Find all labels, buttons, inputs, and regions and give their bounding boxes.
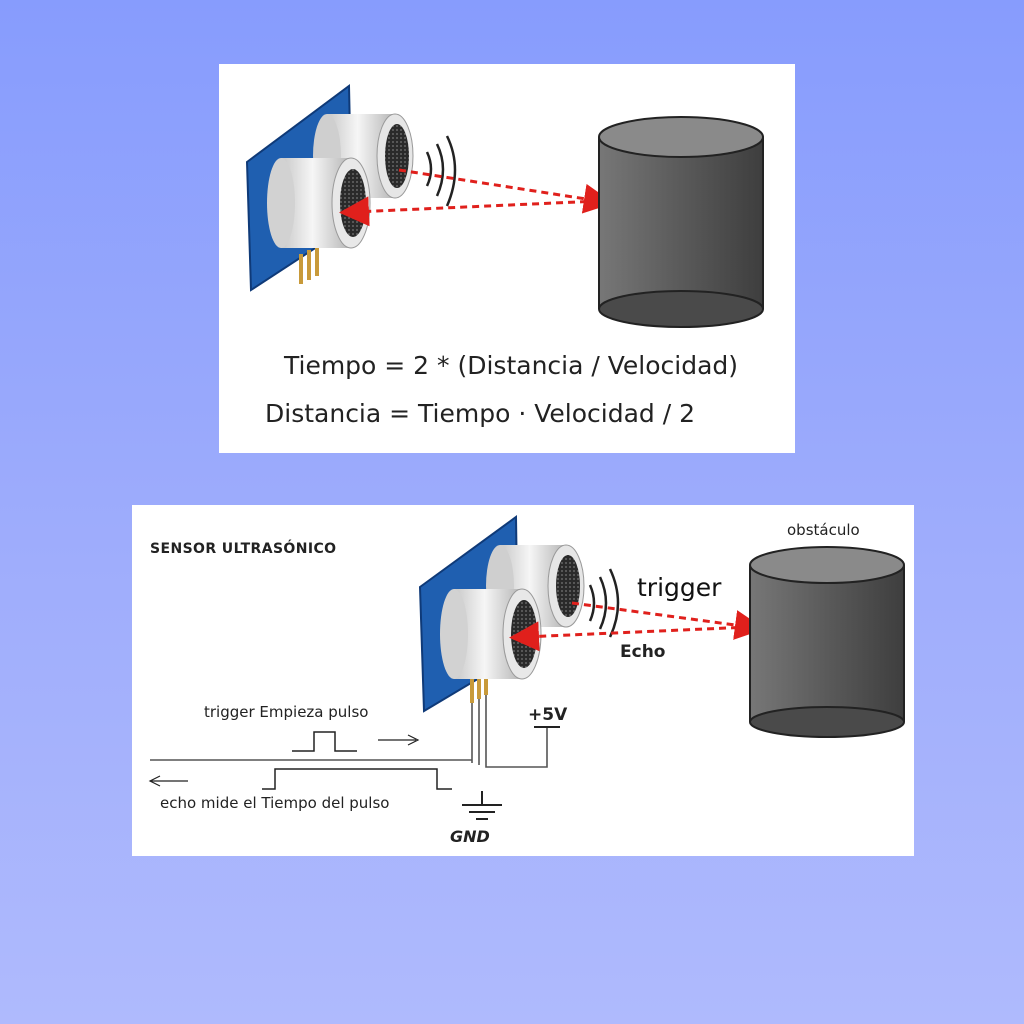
obstacle-label: obstáculo [787, 521, 860, 539]
sensor-pin [307, 250, 311, 280]
sensor-pin [470, 675, 474, 703]
echo-pulse-label: echo mide el Tiempo del pulso [160, 794, 390, 812]
trigger-pulse-waveform [292, 731, 357, 752]
top-diagram-panel: Tiempo = 2 * (Distancia / Velocidad) Dis… [219, 64, 795, 453]
top-sensor-illustration [245, 84, 764, 328]
sensor-pin [484, 667, 488, 695]
ground-label: GND [450, 827, 490, 846]
trigger-beam-label: trigger [637, 573, 722, 602]
bottom-diagram-panel: SENSOR ULTRASÓNICO obstáculo trigger Ech… [132, 505, 914, 856]
sensor-pin [477, 671, 481, 699]
sound-wave-icon [425, 135, 457, 207]
echo-pulse-waveform [262, 768, 452, 790]
echo-beam-arrow [339, 196, 600, 227]
sensor-pin [299, 254, 303, 284]
trigger-pulse-label: trigger Empieza pulso [204, 703, 369, 721]
sensor-pin [315, 246, 319, 276]
receiver-transducer [440, 588, 542, 680]
time-formula: Tiempo = 2 * (Distancia / Velocidad) [284, 351, 739, 380]
echo-beam-arrow [509, 621, 751, 652]
distance-formula: Distancia = Tiempo · Velocidad / 2 [265, 399, 695, 428]
bottom-sensor-circuit-illustration [148, 515, 905, 820]
echo-direction-arrowhead [148, 775, 161, 787]
sensor-title: SENSOR ULTRASÓNICO [150, 541, 337, 557]
obstacle-cylinder [598, 116, 764, 328]
ground-icon [462, 791, 502, 820]
obstacle-cylinder [749, 546, 905, 738]
trigger-beam-arrow [398, 168, 614, 214]
trigger-direction-arrowhead [407, 734, 420, 746]
trigger-beam-arrow [571, 601, 765, 640]
sound-wave-icon [588, 568, 620, 638]
echo-beam-label: Echo [620, 642, 666, 662]
supply-voltage-label: +5V [528, 705, 568, 725]
receiver-transducer [267, 157, 371, 249]
